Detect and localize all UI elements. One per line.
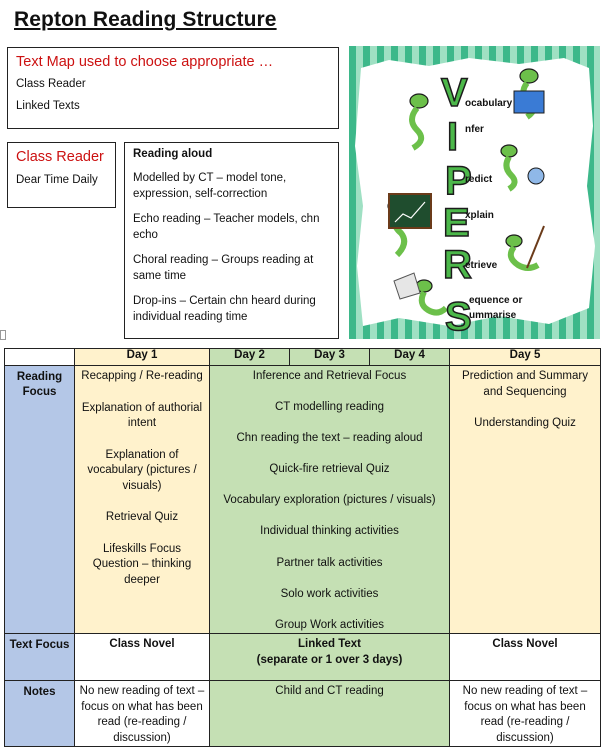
day-header: Day 1 [74,348,210,366]
chalkboard-icon [388,193,432,229]
book-icon [513,90,545,114]
days2to4-notes: Child and CT reading [209,680,450,747]
list-item: Inference and Retrieval Focus [252,370,407,382]
list-item: Solo work activities [280,587,379,600]
text-map-item: Linked Texts [16,100,80,112]
poster-letter: R [443,243,472,287]
day5-reading-focus: Prediction and Summary and Sequencing Un… [449,364,601,635]
list-item: Quick-fire retrieval Quiz [269,463,390,476]
text-map-item: Class Reader [16,78,86,90]
reading-aloud-item: Choral reading – Groups reading at same … [133,254,314,282]
crystal-ball-icon [527,167,545,185]
text-cursor-marker [0,330,6,340]
poster-letter: S [445,295,472,339]
day5-text-focus: Class Novel [449,633,601,682]
day-header: Day 5 [449,348,601,366]
papers-icon [393,272,421,300]
list-item: Lifeskills Focus Question – thinking dee… [92,542,192,586]
corner-cell [4,348,75,366]
poster-word: ocabulary [465,98,513,109]
list-item: Retrieval Quiz [105,511,179,523]
days2to4-text-focus: Linked Text (separate or 1 over 3 days) [209,633,450,682]
list-item: Prediction and Summary and Sequencing [462,370,588,398]
row-label: Notes [4,680,75,747]
reading-aloud-item: Drop-ins – Certain chn heard during indi… [133,295,316,323]
poster-letter: V [441,71,468,115]
poster-word: nfer [465,124,484,135]
vipers-letters: V I P E R S [440,70,473,339]
poster-word: xplain [465,210,494,221]
day1-text-focus: Class Novel [74,633,210,682]
list-item: Recapping / Re-reading [81,370,203,382]
day-header: Day 2 [209,348,290,366]
list-item: CT modelling reading [274,401,385,414]
days2to4-reading-focus: Inference and Retrieval Focus CT modelli… [209,364,450,635]
fishing-rod-icon [526,225,545,269]
linked-text-label: Linked Text [297,638,362,651]
row-label: Reading Focus [4,364,75,635]
class-reader-box: Class Reader Dear Time Daily [7,142,116,208]
poster-letter: E [443,201,470,245]
list-item: Chn reading the text – reading aloud [236,432,423,445]
list-item: Vocabulary exploration (pictures / visua… [223,494,436,507]
vipers-poster: V I P E R S ocabulary nfer redict xplain… [349,46,600,339]
poster-letter: P [445,159,472,203]
reading-aloud-heading: Reading aloud [133,148,213,160]
day1-reading-focus: Recapping / Re-reading Explanation of au… [74,364,210,635]
list-item: Explanation of authorial intent [81,401,203,430]
poster-word: redict [465,174,493,185]
class-reader-subtitle: Dear Time Daily [16,174,98,186]
text-map-box: Text Map used to choose appropriate … Cl… [7,47,339,129]
day-header: Day 4 [369,348,450,366]
reading-aloud-item: Echo reading – Teacher models, chn echo [133,213,320,241]
schedule-header-row: Day 1 Day 2 Day 3 Day 4 Day 5 [4,348,601,366]
poster-word: equence or [469,295,522,306]
list-item: Explanation of vocabulary (pictures / vi… [87,448,197,492]
day5-notes: No new reading of text – focus on what h… [449,680,601,747]
reading-aloud-box: Reading aloud Modelled by CT – model ton… [124,142,339,339]
page-title: Repton Reading Structure [14,8,277,31]
day1-notes: No new reading of text – focus on what h… [74,680,210,747]
poster-word: etrieve [465,260,498,271]
schedule-table: Day 1 Day 2 Day 3 Day 4 Day 5 Reading Fo… [4,348,601,747]
day-header: Day 3 [289,348,370,366]
notes-row: Notes No new reading of text – focus on … [4,680,601,747]
row-label: Text Focus [4,633,75,682]
list-item: Group Work activities [274,618,385,631]
text-focus-row: Text Focus Class Novel Linked Text (sepa… [4,633,601,682]
class-reader-heading: Class Reader [16,149,104,165]
vipers-poster-graphic: V I P E R S ocabulary nfer redict xplain… [349,46,600,339]
list-item: Understanding Quiz [474,417,576,429]
list-item: Partner talk activities [276,556,383,569]
reading-focus-row: Reading Focus Recapping / Re-reading Exp… [4,364,601,635]
list-item: Individual thinking activities [260,525,399,538]
linked-text-note: (separate or 1 over 3 days) [256,653,403,666]
text-map-heading: Text Map used to choose appropriate … [16,54,274,70]
poster-word: ummarise [469,310,517,321]
reading-aloud-item: Modelled by CT – model tone, expression,… [133,172,287,200]
poster-letter: I [447,115,458,159]
